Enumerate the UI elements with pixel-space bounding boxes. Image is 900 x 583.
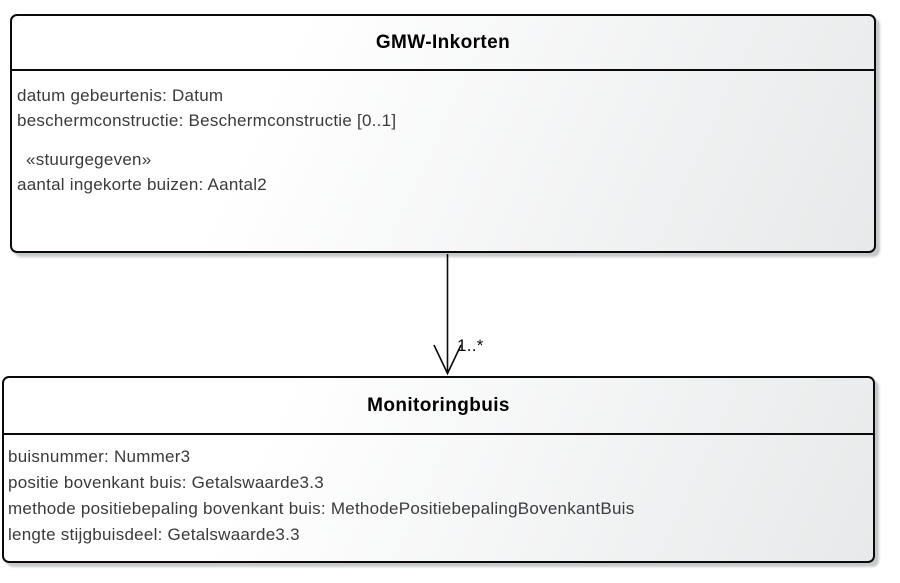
attribute: positie bovenkant buis: Getalswaarde3.3 xyxy=(8,473,324,492)
class-gmw-inkorten-attributes: datum gebeurtenis: Datum beschermconstru… xyxy=(12,71,874,197)
class-name: GMW-Inkorten xyxy=(375,31,511,53)
stereotype-label: «stuurgegeven» xyxy=(26,150,152,169)
attribute: aantal ingekorte buizen: Aantal2 xyxy=(17,175,267,194)
class-gmw-inkorten: GMW-Inkorten datum gebeurtenis: Datum be… xyxy=(10,14,876,253)
class-monitoringbuis: Monitoringbuis buisnummer: Nummer3 posit… xyxy=(2,376,875,563)
class-name: Monitoringbuis xyxy=(367,394,510,416)
attribute: lengte stijgbuisdeel: Getalswaarde3.3 xyxy=(8,525,300,544)
class-gmw-inkorten-header: GMW-Inkorten xyxy=(12,16,874,71)
attribute: buisnummer: Nummer3 xyxy=(8,447,191,466)
attribute: methode positiebepaling bovenkant buis: … xyxy=(8,499,635,518)
class-monitoringbuis-attributes: buisnummer: Nummer3 positie bovenkant bu… xyxy=(4,435,873,548)
attribute: datum gebeurtenis: Datum xyxy=(17,86,224,105)
attribute: beschermconstructie: Beschermconstructie… xyxy=(17,111,397,130)
multiplicity-label: 1..* xyxy=(457,336,484,355)
class-monitoringbuis-header: Monitoringbuis xyxy=(4,378,873,435)
